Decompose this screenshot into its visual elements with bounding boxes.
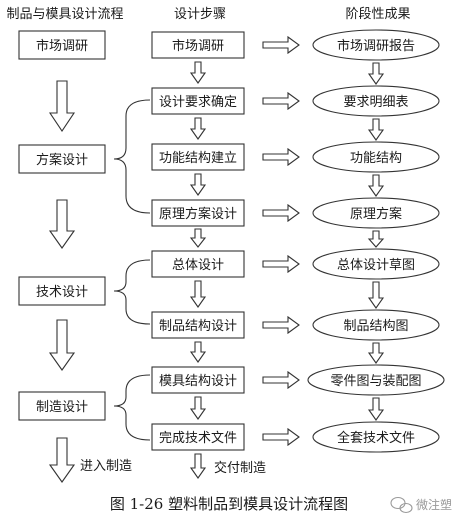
phase-box-market	[18, 30, 106, 60]
result-down-arrow-1	[367, 62, 385, 85]
step-end-label: 交付制造	[214, 460, 266, 476]
step-label-function: 功能结构建立	[159, 151, 237, 166]
phase-box-scheme	[18, 144, 106, 174]
result-label-function-structure: 功能结构	[350, 151, 402, 166]
phase-box-technical	[18, 276, 106, 306]
result-arrow-6	[262, 315, 300, 335]
result-label-part-assembly: 零件图与装配图	[330, 374, 421, 389]
figure-caption: 图 1-26 塑料制品到模具设计流程图	[110, 495, 348, 513]
result-ellipse-principle-scheme	[312, 197, 440, 229]
result-down-arrow-6	[367, 342, 385, 364]
step-box-product	[151, 311, 245, 339]
phase-column: 市场调研 方案设计 技术设计 制造设计 进入制造	[18, 30, 132, 483]
result-down-arrow-3	[367, 174, 385, 197]
step-label-mold: 模具结构设计	[159, 374, 237, 389]
result-arrow-1	[262, 35, 300, 55]
result-ellipse-requirements-list	[312, 85, 440, 117]
phase-arrow-2	[48, 199, 76, 249]
step-box-requirements	[151, 87, 245, 115]
result-arrow-2	[262, 91, 300, 111]
phase-label-technical: 技术设计	[36, 285, 88, 300]
step-arrow-5	[189, 280, 207, 308]
phase-label-manufacturing: 制造设计	[36, 400, 88, 415]
step-label-product: 制品结构设计	[159, 319, 237, 334]
result-ellipse-market-report	[312, 29, 440, 61]
result-down-arrow-4	[367, 230, 385, 248]
watermark-text: 微注塑	[416, 497, 452, 512]
step-arrow-1	[189, 61, 207, 84]
result-label-product-drawing: 制品结构图	[343, 319, 408, 334]
phase-brackets	[113, 99, 151, 441]
header-middle: 设计步骤	[174, 7, 226, 22]
step-arrow-4	[189, 228, 207, 248]
header-right: 阶段性成果	[345, 7, 410, 22]
result-label-requirements-list: 要求明细表	[343, 95, 408, 110]
step-box-principle	[151, 199, 245, 227]
result-arrow-5	[262, 254, 300, 274]
watermark: 微注塑	[390, 496, 452, 514]
step-column: 市场调研 设计要求确定 功能结构建立 原理方案设计 总体设计 制品结构设计 模具…	[151, 31, 266, 479]
phase-box-manufacturing	[18, 391, 106, 421]
result-label-full-documents: 全套技术文件	[337, 430, 415, 446]
bracket-technical	[113, 259, 151, 325]
result-ellipse-overall-sketch	[312, 248, 440, 280]
result-ellipse-full-documents	[312, 421, 440, 453]
step-arrow-6	[189, 341, 207, 363]
step-label-requirements: 设计要求确定	[159, 95, 237, 110]
step-arrow-7	[189, 396, 207, 420]
result-arrow-8	[262, 427, 300, 447]
step-box-mold	[151, 366, 245, 394]
step-arrow-2	[189, 117, 207, 140]
result-ellipse-product-drawing	[312, 309, 440, 341]
result-arrow-7	[262, 370, 300, 390]
phase-arrow-1	[48, 80, 76, 132]
result-arrows	[262, 35, 300, 447]
step-label-principle: 原理方案设计	[159, 206, 237, 222]
step-arrow-8	[189, 453, 207, 479]
step-arrow-3	[189, 173, 207, 196]
result-arrow-4	[262, 203, 300, 223]
result-ellipse-function-structure	[312, 141, 440, 173]
result-label-overall-sketch: 总体设计草图	[337, 258, 415, 273]
step-box-documents	[151, 423, 245, 451]
phase-arrow-4	[48, 437, 76, 483]
phase-label-scheme: 方案设计	[36, 152, 88, 168]
wechat-icon	[390, 496, 413, 514]
step-box-market	[151, 31, 245, 59]
bracket-scheme	[113, 99, 151, 214]
result-down-arrow-7	[367, 397, 385, 421]
result-down-arrow-2	[367, 118, 385, 141]
step-label-documents: 完成技术文件	[159, 431, 237, 446]
step-box-overall	[151, 250, 245, 278]
result-label-principle-scheme: 原理方案	[350, 206, 402, 222]
bracket-manufacturing	[113, 374, 151, 441]
result-column: 市场调研报告 要求明细表 功能结构 原理方案 总体设计草图 制品结构图 零件图与…	[307, 29, 445, 453]
result-label-market-report: 市场调研报告	[337, 38, 415, 54]
phase-end-label: 进入制造	[80, 459, 132, 474]
result-arrow-3	[262, 147, 300, 167]
step-label-overall: 总体设计	[172, 258, 224, 273]
phase-label-market: 市场调研	[36, 38, 88, 54]
header-left: 制品与模具设计流程	[6, 7, 123, 22]
phase-arrow-3	[48, 319, 76, 371]
step-box-function	[151, 143, 245, 171]
result-down-arrow-5	[367, 281, 385, 309]
result-ellipse-part-assembly	[307, 364, 445, 396]
step-label-market: 市场调研	[172, 38, 224, 54]
